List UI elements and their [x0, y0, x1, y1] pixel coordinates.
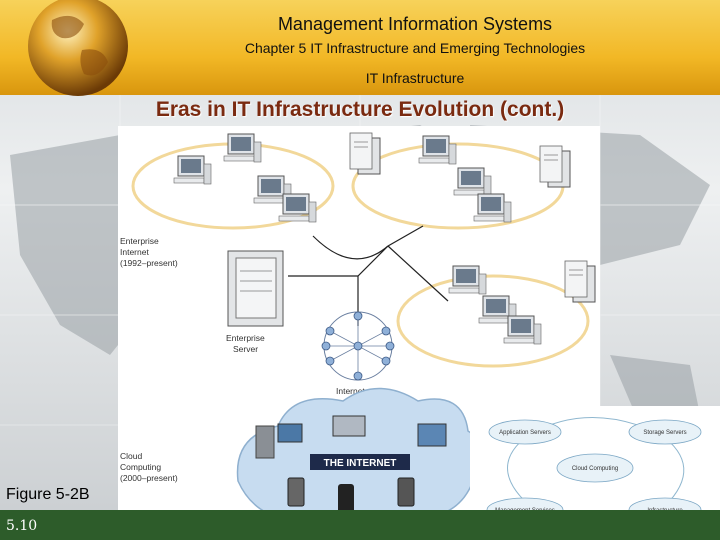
- enterprise-server-label: Enterprise Server: [226, 333, 267, 354]
- inset-cloud-computing: Cloud Computing: [572, 466, 618, 472]
- server-top: [350, 133, 380, 174]
- course-title: Management Information Systems: [200, 14, 630, 35]
- globe-icon: [22, 0, 134, 98]
- enterprise-server-icon: [228, 251, 283, 326]
- internet-cloud: THE INTERNET: [238, 389, 482, 527]
- inset-storage-servers: Storage Servers: [643, 430, 686, 436]
- section-title: IT Infrastructure: [200, 70, 630, 86]
- era-enterprise-label: Enterprise Internet (1992–present): [120, 236, 178, 268]
- the-internet-label: THE INTERNET: [324, 458, 397, 469]
- inset-application-servers: Application Servers: [499, 430, 551, 436]
- chapter-title: Chapter 5 IT Infrastructure and Emerging…: [200, 40, 630, 56]
- footer-bar: [0, 510, 720, 540]
- pc-cluster-top-right: [419, 136, 511, 222]
- server-mid-right: [565, 261, 595, 302]
- internet-network-icon: [322, 312, 394, 380]
- slide-heading: Eras in IT Infrastructure Evolution (con…: [120, 98, 600, 122]
- figure-label: Figure 5-2B: [6, 486, 90, 504]
- header-banner: Management Information Systems Chapter 5…: [0, 0, 720, 95]
- era-cloud-label: Cloud Computing (2000–present): [120, 451, 178, 483]
- server-top-right: [540, 146, 570, 187]
- slide-number: 5.10: [6, 518, 37, 534]
